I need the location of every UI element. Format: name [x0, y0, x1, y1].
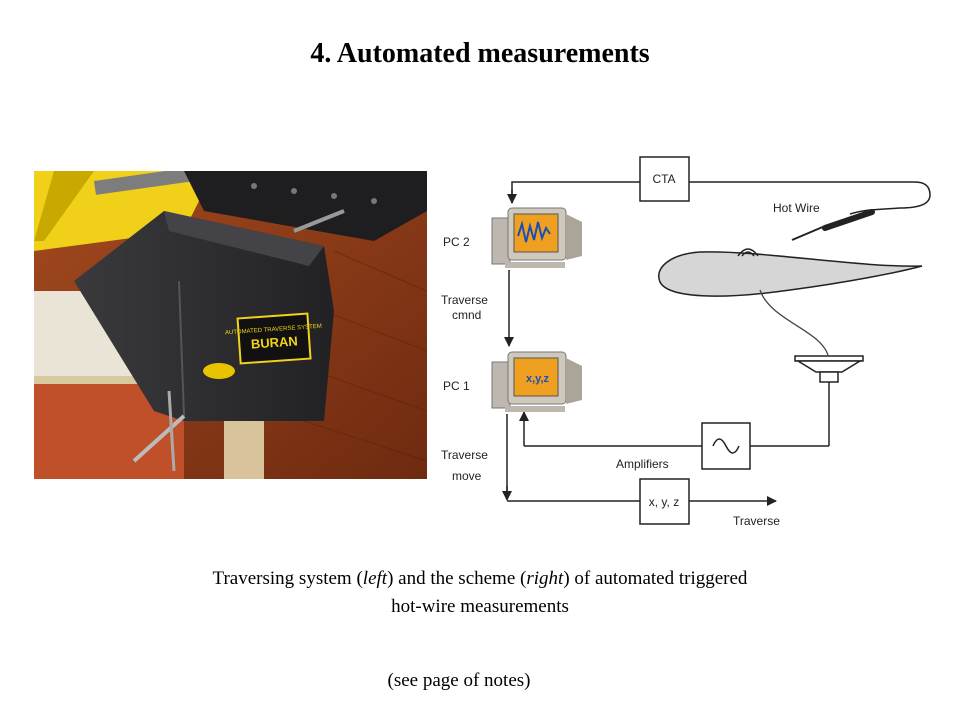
buran-sign: [236, 312, 312, 365]
traverse-box: [74, 211, 334, 421]
xyz-box-label: x, y, z: [649, 495, 679, 509]
traversing-system-photo: AUTOMATED TRAVERSE SYSTEM BURAN: [34, 171, 427, 479]
wood-grain: [303, 250, 427, 462]
hot-wire-label: Hot Wire: [773, 201, 820, 215]
figure-caption: Traversing system (left) and the scheme …: [212, 568, 748, 617]
slide-title: 4. Automated measurements: [310, 38, 650, 69]
logo-decal: [203, 363, 235, 379]
cta-label: CTA: [652, 172, 675, 186]
speaker-cable: [759, 289, 829, 356]
top-mount: [184, 171, 427, 241]
xyz-box: [639, 478, 690, 525]
hot-wire-probe-body: [822, 209, 875, 231]
amplifiers-label: Amplifiers: [616, 457, 669, 471]
traverse-output-label: Traverse: [733, 514, 780, 528]
hot-wire-needle: [791, 225, 826, 241]
line-cta-to-hotwire: [689, 181, 931, 215]
cta-box: [639, 156, 690, 202]
probe-rod: [132, 414, 186, 463]
sound-wave-icon: [737, 248, 759, 257]
buran-sign-title: BURAN: [250, 333, 298, 351]
pc1-screen-text: x,y,z: [526, 373, 550, 385]
pc2-computer-icon: [491, 207, 582, 268]
line-cta-to-pc2: [511, 181, 640, 203]
measurement-scheme-diagram: CTA Hot Wire Amplifiers PC 2 Traverse cm…: [441, 156, 931, 528]
traverse-cmnd-label-1: Traverse: [441, 293, 488, 307]
sine-wave-icon: [712, 438, 740, 454]
traverse-cmnd-label-2: cmnd: [452, 308, 481, 322]
wood-beam: [224, 421, 264, 479]
pc2-label: PC 2: [443, 235, 470, 249]
pc1-label: PC 1: [443, 379, 470, 393]
airfoil: [658, 251, 923, 297]
pc1-computer-icon: x,y,z: [491, 351, 582, 412]
traverse-move-label-2: move: [452, 469, 482, 483]
loudspeaker-icon: [794, 355, 864, 383]
traverse-move-label-1: Traverse: [441, 448, 488, 462]
notes-reference: (see page of notes): [387, 670, 531, 691]
